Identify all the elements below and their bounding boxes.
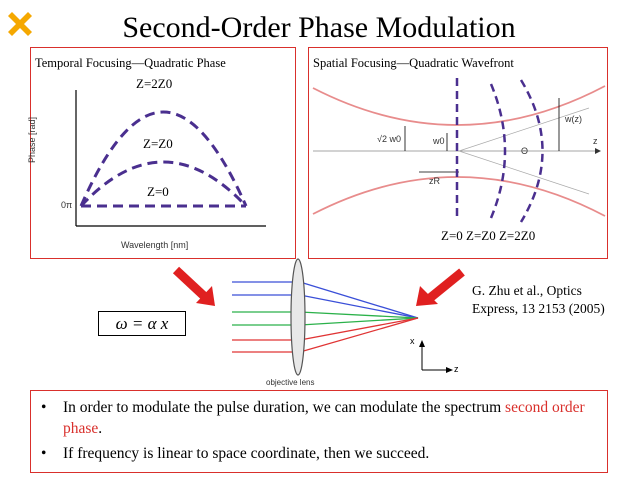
x-axis-label: Wavelength [nm]: [121, 240, 189, 250]
spatial-focusing-panel: Spatial Focusing—Quadratic Wavefront √2 …: [308, 47, 608, 259]
beam-upper: [312, 85, 606, 126]
bullet-dot: •: [41, 399, 47, 416]
bullet-1-text: In order to modulate the pulse duration,…: [63, 397, 597, 439]
temporal-focusing-panel: Temporal Focusing—Quadratic Phase Z=2Z0 …: [27, 47, 296, 259]
label-zr: zR: [429, 176, 440, 186]
z-position-labels: Z=0 Z=Z0 Z=2Z0: [441, 228, 536, 243]
arrow-left-icon: [172, 266, 215, 306]
phase-plot: [75, 90, 266, 227]
label-wz: w(z): [565, 114, 582, 124]
citation: G. Zhu et al., Optics Express, 13 2153 (…: [472, 283, 605, 316]
label-z-axis: z: [593, 136, 598, 146]
label-sqrt2w0: √2 w0: [377, 134, 401, 144]
label-zz0: Z=Z0: [143, 136, 173, 151]
lens-caption: objective lens: [266, 378, 315, 387]
bullet-dot: •: [41, 445, 47, 462]
curve-z2z0: [79, 110, 248, 207]
bullet-1: • In order to modulate the pulse duratio…: [41, 397, 597, 439]
right-panel-title: Spatial Focusing—Quadratic Wavefront: [313, 56, 514, 70]
label-theta: Θ: [521, 146, 529, 156]
left-panel-title: Temporal Focusing—Quadratic Phase: [35, 56, 226, 70]
bullet-2-text: If frequency is linear to space coordina…: [63, 445, 430, 462]
label-w0: w0: [433, 136, 445, 146]
label-z2z0: Z=2Z0: [136, 76, 173, 91]
bullet-1-after: .: [98, 420, 103, 437]
label-z0: Z=0: [147, 184, 169, 199]
marker-z2z0: [519, 79, 544, 223]
equation-box: ω = α x: [98, 311, 186, 336]
gaussian-beam-diagram: [312, 78, 606, 223]
bullet-1-highlight: second order phase: [63, 399, 585, 437]
beam-lower: [312, 176, 606, 217]
origin-label: 0π: [61, 200, 73, 210]
bullet-1-before: In order to modulate the pulse duration,…: [63, 399, 506, 416]
arrow-right-icon: [416, 268, 465, 306]
objective-lens: [290, 258, 306, 376]
bullet-2: • If frequency is linear to space coordi…: [41, 443, 597, 464]
axis-x-label: x: [410, 336, 415, 346]
logo-x-icon: [8, 12, 32, 36]
curve-zz0: [79, 160, 248, 208]
marker-zz0: [489, 83, 507, 219]
slide-title: Second-Order Phase Modulation: [122, 11, 516, 44]
bullet-box: • In order to modulate the pulse duratio…: [30, 390, 608, 473]
axis-z-label: z: [454, 364, 459, 374]
